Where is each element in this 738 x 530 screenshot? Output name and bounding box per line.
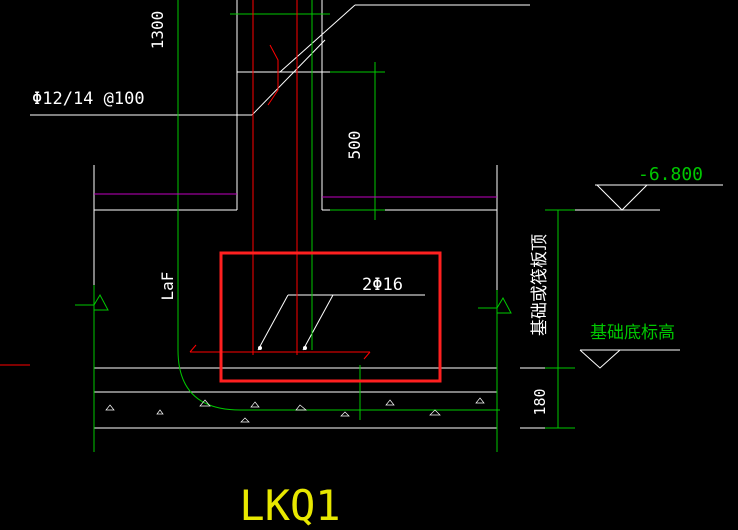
raft-top-label: 基础或筏板顶: [530, 234, 550, 336]
dim-1300-label: 1300: [148, 11, 167, 50]
rebar-bottom-label: 2Φ16: [362, 275, 403, 295]
rebar-spec-label: Φ12/14 @100: [32, 89, 145, 109]
foundation-bottom-label: 基础底标高: [590, 323, 675, 343]
gravel-hatch: [105, 397, 485, 423]
rebar-lines: [0, 0, 371, 366]
dim-180-label: 180: [531, 388, 549, 415]
magenta-lines: [94, 193, 497, 198]
highlight-box: [219, 251, 442, 383]
drawing-title: LKQ1: [239, 481, 340, 530]
dim-500-label: 500: [345, 131, 364, 160]
green-lines: [75, 0, 575, 452]
rebar-dot: [258, 346, 262, 350]
rebar-dot: [303, 346, 307, 350]
wall-outline: [30, 0, 723, 429]
elevation-label: -6.800: [638, 164, 703, 185]
dim-laf-label: LaF: [158, 272, 177, 301]
